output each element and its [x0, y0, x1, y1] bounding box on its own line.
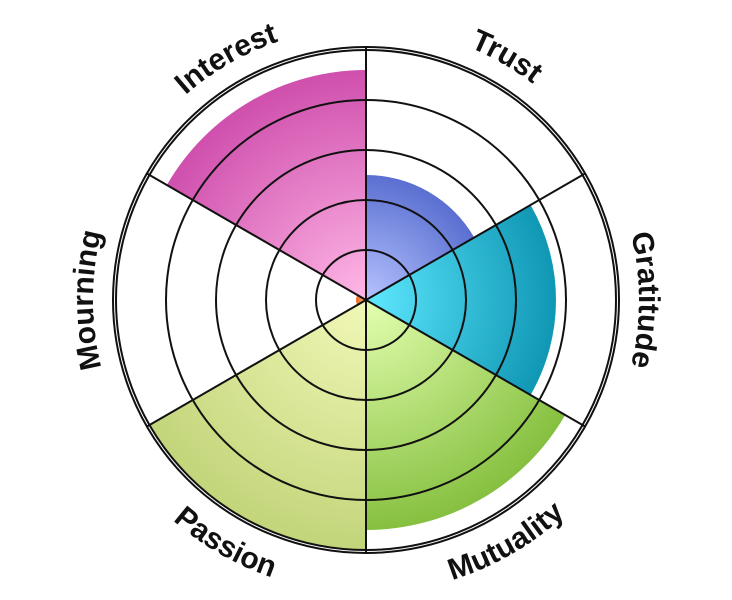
bar-interest — [166, 69, 366, 300]
label-gratitude: Gratitude — [624, 229, 665, 372]
label-mutuality: Mutuality — [444, 495, 571, 587]
spoke-4 — [146, 299, 367, 428]
label-trust: Trust — [467, 24, 549, 90]
bar-passion — [149, 300, 366, 550]
spoke-5 — [146, 172, 367, 301]
label-interest: Interest — [169, 17, 282, 101]
grid-layer — [112, 46, 620, 554]
bar-trust — [366, 175, 475, 300]
spoke-1 — [365, 172, 586, 301]
bar-mourning — [356, 295, 366, 305]
bars-layer — [149, 69, 566, 550]
bar-mutuality — [366, 300, 566, 530]
label-mourning: Mourning — [67, 227, 108, 373]
spoke-2 — [365, 299, 586, 428]
